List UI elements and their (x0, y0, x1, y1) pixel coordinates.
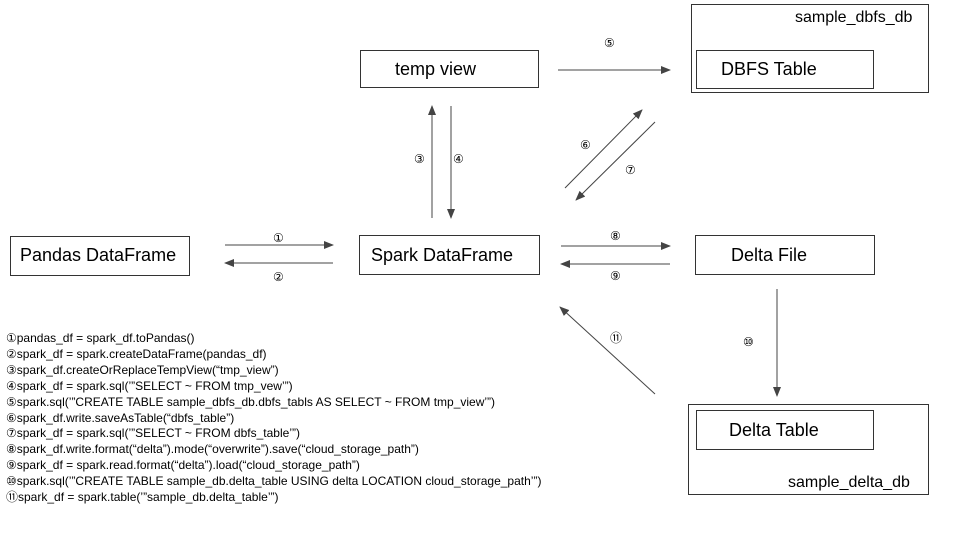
arrow-label-11: ⑪ (610, 331, 622, 345)
temp-view-box (360, 50, 539, 88)
legend-line-8: ⑧spark_df.write.format(“delta”).mode(“ov… (6, 442, 419, 457)
legend-line-4: ④spark_df = spark.sql(’”SELECT ~ FROM tm… (6, 378, 293, 393)
legend-line-3: ③spark_df.createOrReplaceTempView(“tmp_v… (6, 362, 279, 377)
pandas-dataframe-box (10, 236, 190, 276)
spark-dataframe-box (359, 235, 540, 275)
arrow-label-9: ⑨ (610, 269, 621, 283)
legend-line-2: ②spark_df = spark.createDataFrame(pandas… (6, 346, 267, 361)
legend-line-11: ⑪spark_df = spark.table(’”sample_db.delt… (6, 490, 279, 505)
delta-file-label: Delta File (731, 245, 808, 265)
arrow-label-1: ① (273, 231, 284, 245)
dbfs-table-label: DBFS Table (721, 59, 817, 79)
spark-dataframe-label: Spark DataFrame (371, 245, 514, 265)
arrow-label-2: ② (273, 270, 284, 284)
legend-line-6: ⑥spark_df.write.saveAsTable(“dbfs_table”… (6, 410, 235, 425)
arrow-label-3: ③ (414, 152, 425, 166)
arrow-6 (564, 109, 643, 189)
legend-line-10: ⑩spark.sql(’”CREATE TABLE sample_db.delt… (6, 474, 542, 489)
arrow-label-4: ④ (453, 152, 464, 166)
legend-line-7: ⑦spark_df = spark.sql(’”SELECT ~ FROM db… (6, 426, 300, 441)
arrow-7 (575, 121, 656, 201)
sample-delta-db-label: sample_delta_db (788, 474, 910, 491)
arrow-label-6: ⑥ (580, 138, 591, 152)
delta-file-box (695, 235, 875, 275)
arrow-label-7: ⑦ (625, 163, 636, 177)
arrow-label-10: ⑩ (743, 335, 754, 349)
temp-view-label: temp view (395, 59, 477, 79)
pandas-dataframe-label: Pandas DataFrame (20, 245, 177, 265)
legend-line-1: ①pandas_df = spark_df.toPandas() (6, 331, 195, 345)
arrow-11 (559, 306, 656, 395)
arrow-label-5: ⑤ (604, 36, 615, 50)
delta-table-label: Delta Table (729, 420, 819, 440)
sample-dbfs-db-label: sample_dbfs_db (795, 9, 913, 26)
dbfs-table-box (696, 50, 874, 89)
arrow-label-8: ⑧ (610, 229, 621, 243)
legend-line-5: ⑤spark.sql(’”CREATE TABLE sample_dbfs_db… (6, 394, 496, 409)
legend-line-9: ⑨spark_df = spark.read.format(“delta”).l… (6, 458, 360, 473)
delta-table-box (696, 410, 874, 450)
code-legend: ①pandas_df = spark_df.toPandas() ②spark_… (6, 331, 541, 506)
